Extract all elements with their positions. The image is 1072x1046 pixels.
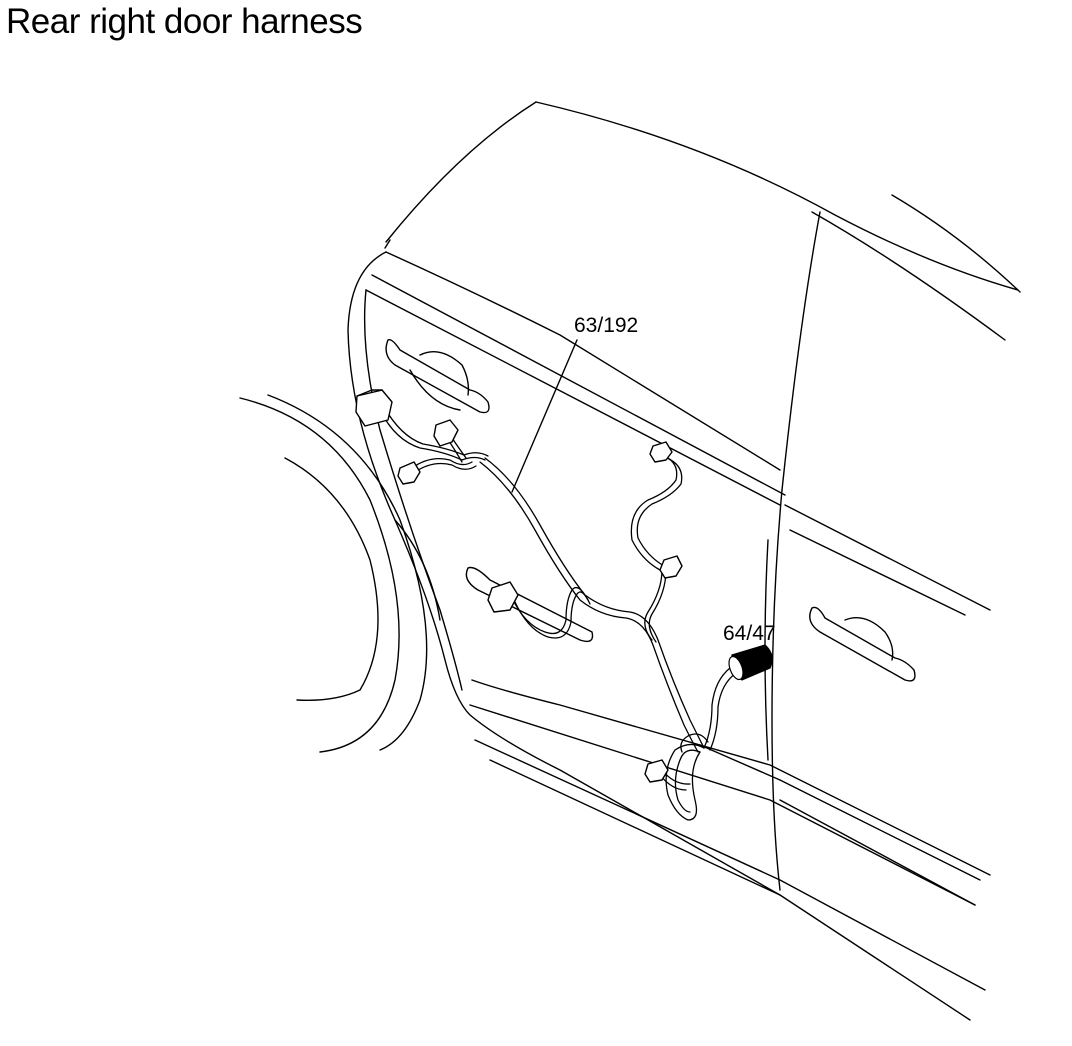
connector-upper-right — [649, 441, 673, 463]
connector-lower-left — [487, 581, 519, 613]
connector-mid-right — [659, 555, 683, 579]
leader-line-harness — [511, 339, 578, 493]
connectors — [355, 389, 683, 783]
callout-grommet-label: 64/47 — [723, 622, 776, 645]
door-handle-rear — [809, 606, 916, 682]
wiring-harness — [379, 404, 737, 821]
leader-lines — [511, 339, 578, 493]
door-recess-lower — [465, 566, 594, 643]
door-handle-front — [385, 339, 490, 414]
body-sills — [469, 679, 991, 1021]
callout-harness-label: 63/192 — [574, 314, 638, 337]
grommet — [728, 644, 773, 681]
door-outline — [347, 251, 991, 896]
connector-upper-left — [355, 389, 393, 427]
window-frame — [384, 101, 1021, 491]
connector-upper-mid — [433, 419, 459, 447]
connector-left-small — [397, 461, 421, 485]
wheel-arch — [239, 394, 441, 753]
connector-bottom — [644, 759, 669, 783]
page-title: Rear right door harness — [6, 2, 363, 41]
